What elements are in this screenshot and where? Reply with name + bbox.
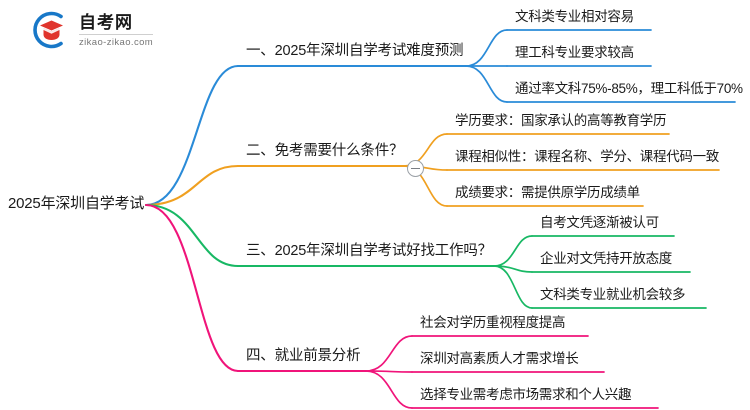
connector-line xyxy=(493,265,533,273)
logo-text-block: 自考网 zikao-zikao.com xyxy=(79,12,154,48)
connector-line xyxy=(465,65,508,103)
connector-line xyxy=(144,64,240,207)
mindmap-leaf-node[interactable]: 自考文凭逐渐被认可 xyxy=(540,215,659,230)
mindmap-leaf-node[interactable]: 文科类专业相对容易 xyxy=(515,9,634,24)
mindmap-leaf-node[interactable]: 成绩要求：需提供原学历成绩单 xyxy=(455,185,640,200)
mindmap-leaf-node[interactable]: 课程相似性：课程名称、学分、课程代码一致 xyxy=(455,149,719,164)
site-logo: 自考网 zikao-zikao.com xyxy=(30,9,154,51)
connector-line xyxy=(493,265,533,309)
connector-line xyxy=(144,164,240,207)
logo-title: 自考网 xyxy=(79,13,133,33)
connector-line xyxy=(465,29,508,67)
mindmap-branch-node[interactable]: 一、2025年深圳自学考试难度预测 xyxy=(246,43,464,59)
connector-line xyxy=(493,235,533,267)
connector-line xyxy=(365,370,413,373)
connector-line xyxy=(144,203,240,268)
mindmap-leaf-node[interactable]: 深圳对高素质人才需求增长 xyxy=(420,351,579,366)
mindmap-leaf-node[interactable]: 社会对学历重视程度提高 xyxy=(420,315,566,330)
logo-subtitle: zikao-zikao.com xyxy=(79,33,154,48)
mindmap-leaf-node[interactable]: 文科类专业就业机会较多 xyxy=(540,287,686,302)
connector-line xyxy=(365,335,413,372)
mindmap-leaf-node[interactable]: 通过率文科75%-85%，理工科低于70% xyxy=(515,81,743,96)
connector-line xyxy=(144,203,240,373)
mindmap-branch-node[interactable]: 四、就业前景分析 xyxy=(246,348,361,364)
mindmap-branch-node[interactable]: 二、免考需要什么条件？ xyxy=(246,143,404,159)
mindmap-leaf-node[interactable]: 学历要求：国家承认的高等教育学历 xyxy=(455,113,667,128)
mindmap-root-node[interactable]: 2025年深圳自学考试 xyxy=(8,195,145,212)
connector-line xyxy=(365,370,413,409)
mindmap-leaf-node[interactable]: 企业对文凭持开放态度 xyxy=(540,251,672,266)
mindmap-leaf-node[interactable]: 理工科专业要求较高 xyxy=(515,45,634,60)
zikao-logo-icon xyxy=(30,9,72,51)
collapse-toggle-button[interactable] xyxy=(407,160,424,177)
mindmap-leaf-node[interactable]: 选择专业需考虑市场需求和个人兴趣 xyxy=(420,387,632,402)
mindmap-branch-node[interactable]: 三、2025年深圳自学考试好找工作吗？ xyxy=(246,243,492,259)
